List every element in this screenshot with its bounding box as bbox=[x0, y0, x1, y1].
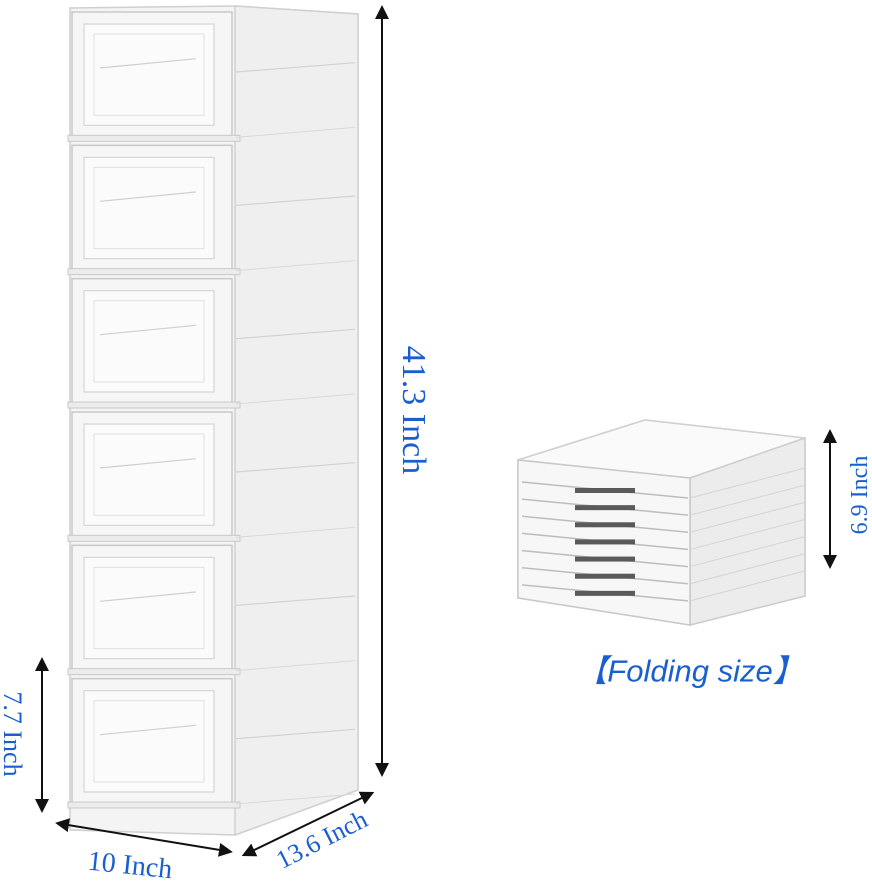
drawer-window bbox=[93, 33, 205, 116]
folded-layer-slot bbox=[575, 522, 635, 528]
side-rail bbox=[235, 728, 356, 740]
drawer-hinge-bar bbox=[99, 191, 197, 202]
folded-layer-slot bbox=[575, 573, 635, 579]
shelf-divider bbox=[67, 268, 241, 276]
folded-layer-side bbox=[689, 467, 806, 499]
drawer-hinge-bar bbox=[99, 724, 197, 736]
drawer-height-label: 7.7 Inch bbox=[0, 691, 27, 777]
folded-layer-side bbox=[689, 553, 806, 585]
folded-layer-side bbox=[689, 484, 806, 516]
side-rail bbox=[235, 62, 356, 73]
shelf-divider bbox=[67, 801, 241, 809]
drawer-hinge-bar bbox=[99, 591, 197, 602]
side-rail bbox=[235, 595, 356, 606]
drawer bbox=[67, 11, 356, 142]
drawer-door bbox=[83, 690, 215, 793]
drawer-door bbox=[83, 156, 215, 260]
folded-layer-slot bbox=[575, 505, 635, 511]
folded-layer-side bbox=[689, 536, 806, 568]
side-edge bbox=[235, 126, 356, 138]
drawer bbox=[67, 144, 356, 276]
side-rail bbox=[235, 195, 356, 206]
shelf-divider bbox=[67, 668, 241, 676]
side-edge bbox=[235, 260, 356, 272]
drawer-window bbox=[93, 166, 205, 250]
folding-size-caption: 【Folding size】 bbox=[576, 653, 804, 689]
side-rail bbox=[235, 462, 356, 473]
side-edge bbox=[235, 393, 356, 405]
folded-layer-slot bbox=[575, 590, 635, 596]
folded-layer-slot bbox=[575, 488, 635, 493]
drawer-hinge-bar bbox=[99, 324, 197, 336]
drawer-hinge-bar bbox=[99, 58, 197, 69]
side-rail bbox=[235, 328, 356, 340]
drawer bbox=[67, 544, 356, 676]
side-edge bbox=[235, 660, 356, 672]
drawer-window bbox=[93, 700, 205, 783]
folded-layer-slot bbox=[575, 539, 635, 545]
folded-layer-side bbox=[689, 570, 806, 602]
drawer-door bbox=[83, 23, 215, 126]
drawer bbox=[67, 677, 356, 809]
folded-box bbox=[517, 419, 806, 626]
drawer-hinge-bar bbox=[99, 458, 197, 469]
drawer-window bbox=[93, 300, 205, 383]
drawer bbox=[67, 277, 356, 409]
folded-layer-slot bbox=[575, 556, 635, 562]
folded-height-label: 6.9 Inch bbox=[847, 455, 872, 535]
shoe-cabinet bbox=[67, 5, 359, 837]
depth-arrow bbox=[241, 791, 375, 857]
shelf-divider bbox=[67, 134, 241, 142]
folded-layer-side bbox=[689, 501, 806, 533]
drawer-window bbox=[93, 566, 205, 650]
shelf-divider bbox=[67, 401, 241, 409]
folded-layer-side bbox=[689, 518, 806, 550]
shelf-divider bbox=[67, 534, 241, 542]
drawer-door bbox=[83, 290, 215, 393]
side-edge bbox=[235, 526, 356, 538]
height-label: 41.3 Inch bbox=[395, 345, 432, 475]
drawer bbox=[67, 411, 356, 542]
drawer-door bbox=[83, 423, 215, 526]
width-arrow bbox=[55, 818, 233, 857]
drawer-door bbox=[83, 556, 215, 660]
drawer-window bbox=[93, 433, 205, 516]
